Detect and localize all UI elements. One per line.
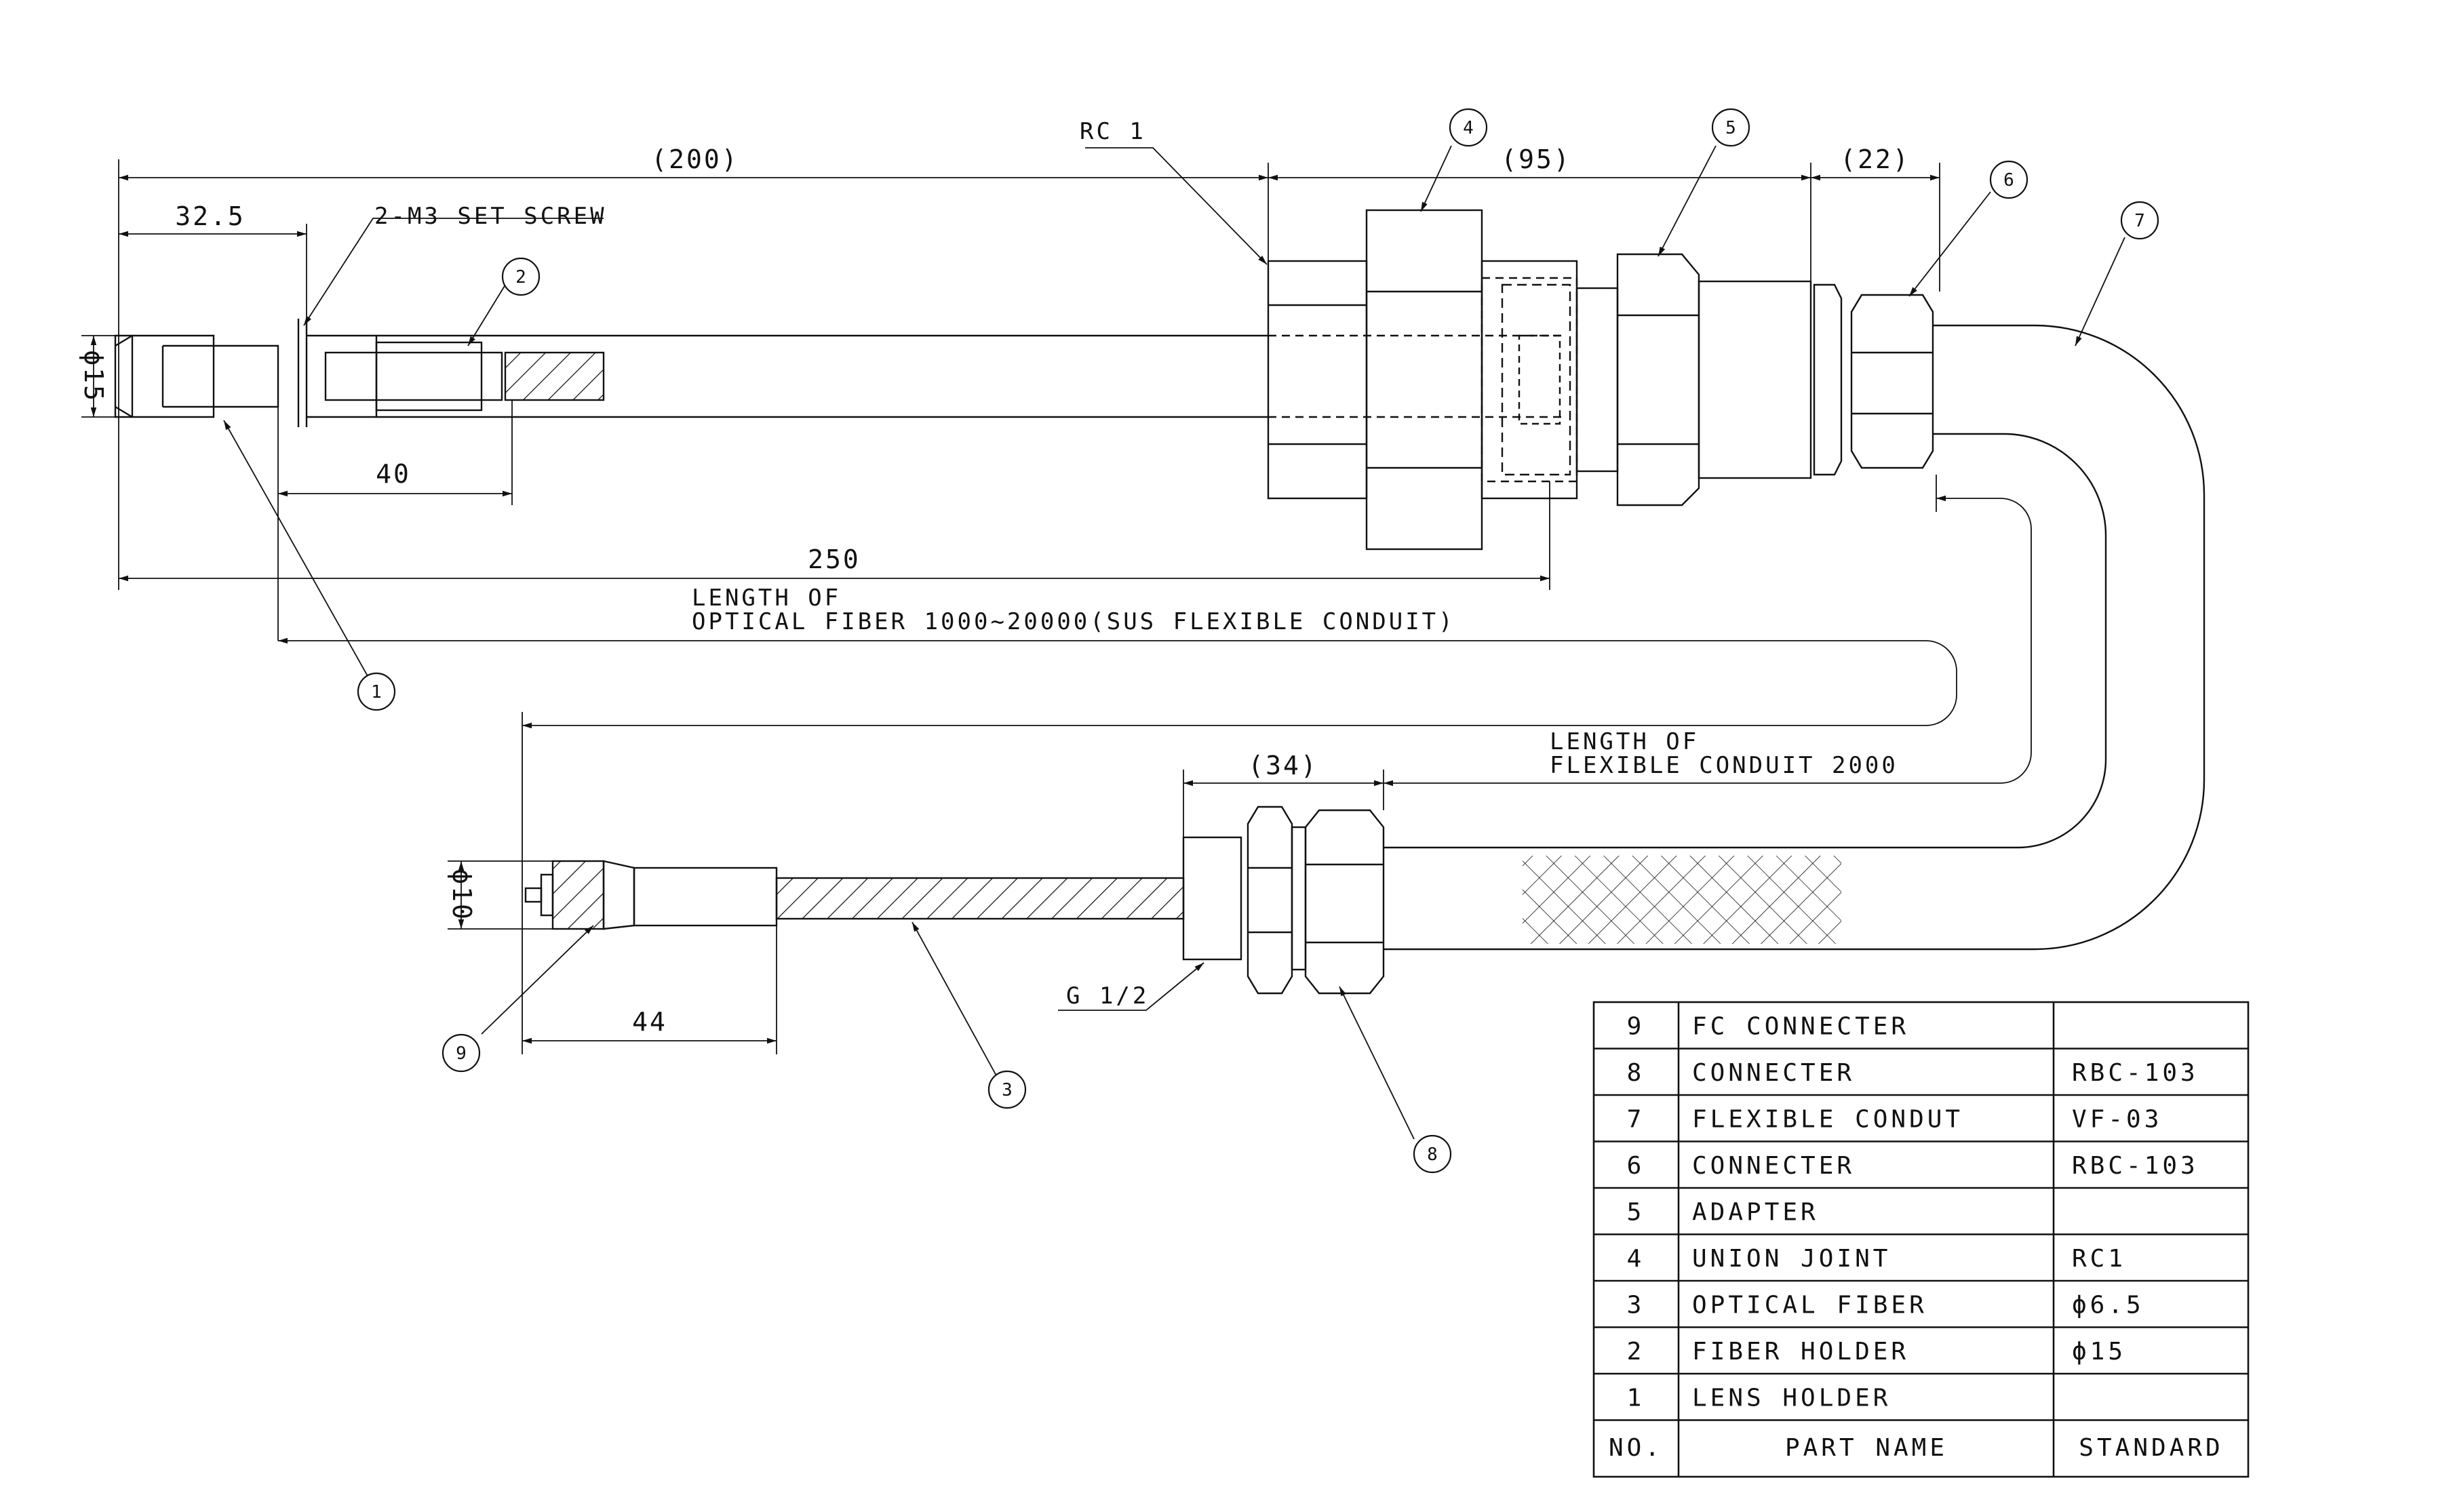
balloon-2: 2 [501,257,541,296]
fiber-length-line2: OPTICAL FIBER 1000~20000(SUS FLEXIBLE CO… [692,608,1455,635]
linework [114,209,2205,995]
svg-text:7: 7 [2134,211,2145,231]
cell-no: 4 [1627,1245,1645,1273]
rc1-note: RC 1 [1080,118,1146,145]
balloon-4: 4 [1449,108,1488,147]
cell-part-name: FC CONNECTER [1692,1012,1909,1040]
cell-standard: RC1 [2072,1245,2126,1273]
svg-text:9: 9 [456,1043,467,1064]
table-row: 4 UNION JOINT RC1 [1627,1245,2126,1273]
dim-95: (95) [1501,144,1571,174]
balloon-1: 1 [357,672,396,711]
table-row: 3 OPTICAL FIBER ϕ6.5 [1627,1291,2144,1319]
table-row: 8 CONNECTER RBC-103 [1627,1059,2199,1087]
cell-no: 7 [1627,1105,1645,1133]
balloon-7: 7 [2120,201,2159,240]
cell-part-name: CONNECTER [1692,1152,1855,1180]
balloon-3: 3 [987,1070,1027,1109]
table-row: 5 ADAPTER [1627,1198,1819,1226]
table-row: 1 LENS HOLDER [1627,1384,1891,1412]
cell-standard: VF-03 [2072,1105,2162,1133]
dim-phi10: ϕ10 [447,869,477,921]
cell-part-name: FLEXIBLE CONDUT [1692,1105,1963,1133]
dim-34: (34) [1248,751,1318,780]
svg-text:6: 6 [2003,170,2014,191]
dimension-texts: (200) 32.5 2-M3 SET SCREW RC 1 (95) (22)… [79,118,1910,1037]
svg-text:5: 5 [1725,118,1736,138]
dim-phi15: ϕ15 [79,350,109,403]
conduit-length-line2: FLEXIBLE CONDUIT 2000 [1550,752,1898,779]
fiber-holder-part [307,334,605,418]
dim-40: 40 [376,459,411,489]
svg-text:4: 4 [1463,118,1474,138]
balloon-8: 8 [1413,1134,1452,1174]
balloon-6: 6 [1989,160,2028,199]
cell-no: 3 [1627,1291,1645,1319]
cell-standard: ϕ6.5 [2072,1291,2144,1319]
dim-22: (22) [1840,144,1910,174]
set-screw-note: 2-M3 SET SCREW [374,203,607,230]
union-joint-part [1267,209,1578,551]
header-part-name: PART NAME [1785,1434,1948,1462]
cell-no: 2 [1627,1338,1645,1366]
connecter-6-part [1813,283,1934,476]
cell-part-name: FIBER HOLDER [1692,1338,1909,1366]
dim-32-5: 32.5 [175,201,246,231]
optical-fiber-part [633,867,1185,927]
header-no: NO. [1609,1434,1663,1462]
cell-no: 6 [1627,1152,1645,1180]
cell-no: 5 [1627,1198,1645,1226]
cell-part-name: OPTICAL FIBER [1692,1291,1927,1319]
cell-part-name: ADAPTER [1692,1198,1819,1226]
flexible-conduit-part [1384,324,2205,951]
cell-no: 1 [1627,1384,1645,1412]
fiber-length-line1: LENGTH OF [692,584,841,612]
conduit-length-line1: LENGTH OF [1550,728,1699,755]
header-standard: STANDARD [2079,1434,2223,1462]
cell-standard: RBC-103 [2072,1152,2199,1180]
cell-part-name: CONNECTER [1692,1059,1855,1087]
fc-connecter-part [524,860,635,930]
g12-note: G 1/2 [1066,982,1149,1010]
table-row: 2 FIBER HOLDER ϕ15 [1627,1338,2126,1366]
dim-250: 250 [808,544,861,574]
cell-standard: RBC-103 [2072,1059,2199,1087]
cell-standard: ϕ15 [2072,1338,2126,1366]
table-row: 6 CONNECTER RBC-103 [1627,1152,2199,1180]
cell-no: 8 [1627,1059,1645,1087]
adapter-part [1501,253,1812,506]
connecter-8-part [1182,805,1385,995]
cell-no: 9 [1627,1012,1645,1040]
table-row: 7 FLEXIBLE CONDUT VF-03 [1627,1105,2162,1133]
svg-text:1: 1 [371,682,382,702]
svg-text:8: 8 [1427,1145,1438,1165]
cell-part-name: UNION JOINT [1692,1245,1891,1273]
cell-part-name: LENS HOLDER [1692,1384,1891,1412]
svg-text:2: 2 [515,267,526,287]
balloons: 1 2 3 4 5 6 7 8 9 [357,108,2159,1174]
balloon-5: 5 [1711,108,1750,147]
dimension-lines [81,145,2125,1140]
table-row: 9 FC CONNECTER [1627,1012,1909,1040]
balloon-9: 9 [442,1033,481,1073]
parts-list-header: NO. PART NAME STANDARD [1609,1434,2223,1462]
svg-text:3: 3 [1002,1080,1013,1100]
dim-200: (200) [651,144,739,174]
dim-44: 44 [632,1007,667,1037]
